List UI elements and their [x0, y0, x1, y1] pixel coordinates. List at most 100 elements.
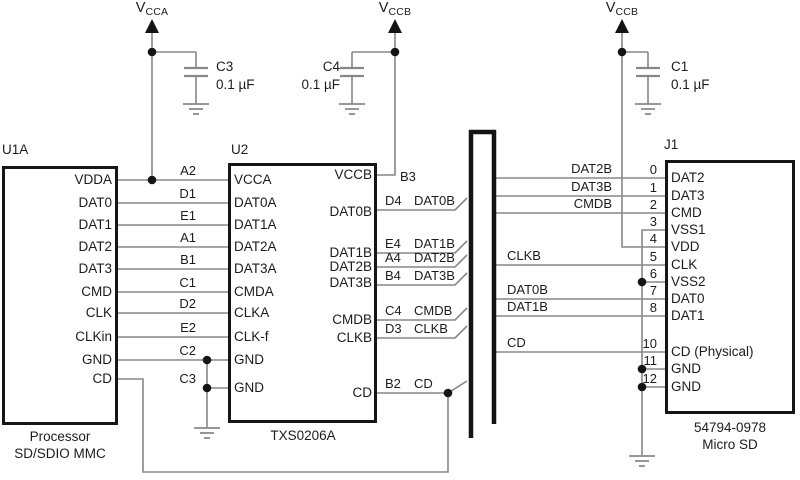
net-label: CLKB: [507, 248, 541, 263]
vccb-right-rail-label: VCCB: [605, 0, 639, 18]
u2-pin-label: CLKB: [336, 330, 372, 345]
j1-pin-label: GND: [671, 361, 701, 376]
j1-pin-number: 12: [642, 371, 657, 386]
pin-designator: C2: [179, 343, 196, 358]
capacitor-value: 0.1 µF: [671, 77, 710, 92]
j1-pin-label: CLK: [671, 257, 698, 272]
u2-pin-label: CD: [352, 385, 373, 400]
capacitor-value: 0.1 µF: [301, 77, 340, 92]
j1-pin-number: 2: [649, 197, 657, 212]
net-label: DAT2B: [571, 161, 612, 176]
vcca-rail-label: VCCA: [135, 0, 169, 18]
pin-designator: C1: [179, 275, 196, 290]
power-arrow-icon: [145, 19, 629, 33]
u2-pin-label: GND: [234, 380, 264, 395]
u1a-box: [2, 166, 118, 425]
pin-designator: A2: [180, 163, 196, 178]
u2-pin-label: DAT0A: [234, 195, 277, 210]
net-label: DAT0B: [507, 282, 548, 297]
u1a-pin-label: CMD: [81, 284, 112, 299]
capacitor-value: 0.1 µF: [216, 77, 255, 92]
u2-pin-label: CLK-f: [234, 329, 269, 344]
u1a-caption-line1: Processor: [29, 429, 91, 444]
j1-pin-number: 10: [642, 336, 657, 351]
signal-wires: [118, 29, 665, 473]
net-label: CMDB: [573, 196, 612, 211]
u2-pin-label: CLKA: [234, 305, 270, 320]
j1-pin-label: VSS2: [671, 274, 706, 289]
j1-pin-number: 11: [643, 353, 658, 368]
u2-box: [228, 163, 377, 423]
u2-pin-label: CMDA: [234, 284, 274, 299]
u1a-pin-label: DAT3: [78, 261, 112, 276]
u1a-pin-label: DAT0: [78, 195, 112, 210]
u2-pin-label: DAT1B: [329, 245, 372, 260]
j1-pin-label: DAT3: [671, 188, 705, 203]
pin-designator: B3: [400, 169, 416, 184]
j1-caption-line1: 54794-0978: [693, 420, 767, 435]
u2-pin-label: VCCA: [234, 172, 272, 187]
j1-caption-line2: Micro SD: [702, 437, 758, 452]
net-label: DAT1B: [507, 299, 548, 314]
j1-pin-label: VDD: [671, 239, 700, 254]
pin-designator: B1: [180, 252, 196, 267]
u2-caption: TXS0206A: [270, 428, 336, 443]
vccb-mid-rail-label: VCCB: [378, 0, 412, 18]
u2-pin-label: GND: [234, 352, 264, 367]
j1-pin-label: DAT1: [671, 308, 705, 323]
j1-pin-label: CMD: [671, 205, 702, 220]
j1-pin-number: 3: [649, 214, 657, 229]
u1a-caption-line2: SD/SDIO MMC: [14, 446, 106, 461]
j1-pin-number: 1: [649, 180, 657, 195]
u2-pin-label: DAT3B: [329, 275, 372, 290]
u1a-pin-label: DAT2: [78, 239, 112, 254]
j1-pin-number: 0: [649, 162, 657, 177]
j1-pin-number: 5: [649, 249, 657, 264]
u1a-pin-label: VDDA: [74, 172, 112, 187]
u1a-pin-label: DAT1: [78, 217, 112, 232]
u2-pin-label: DAT2A: [234, 239, 277, 254]
j1-box: [665, 160, 795, 414]
j1-pin-number: 7: [649, 283, 657, 298]
u1a-pin-label: CD: [92, 371, 113, 386]
junction-dots: [147, 47, 647, 398]
pin-designator: E1: [180, 208, 196, 223]
u2-pin-label: CMDB: [332, 312, 372, 327]
j1-ref: J1: [664, 137, 679, 152]
capacitor-ref: C4: [322, 59, 340, 74]
j1-pin-number: 4: [649, 231, 657, 246]
j1-pin-number: 6: [649, 266, 657, 281]
j1-pin-label: CD (Physical): [671, 344, 754, 359]
u1a-pin-label: GND: [82, 352, 112, 367]
j1-pin-label: DAT0: [671, 291, 705, 306]
u2-ref: U2: [231, 142, 249, 157]
ground-symbol: [183, 103, 661, 467]
j1-pin-label: GND: [671, 379, 701, 394]
connector-bar: [468, 129, 497, 438]
net-label: CD: [507, 335, 526, 350]
u1a-ref: U1A: [2, 142, 29, 157]
capacitor-ref: C3: [216, 59, 234, 74]
u2-pin-label: DAT2B: [329, 259, 372, 274]
pin-designator: D1: [179, 186, 196, 201]
j1-pin-label: DAT2: [671, 170, 705, 185]
j1-pin-number: 8: [649, 300, 657, 315]
u1a-pin-label: CLKin: [75, 329, 112, 344]
u2-pin-label: DAT3A: [234, 261, 277, 276]
u1a-pin-label: CLK: [85, 305, 112, 320]
capacitor-ref: C1: [671, 59, 689, 74]
pin-designator: C3: [179, 371, 196, 386]
capacitor-symbol: [184, 66, 660, 78]
pin-designator: E2: [180, 320, 196, 335]
pin-designator: D2: [179, 296, 196, 311]
u2-pin-label: DAT0B: [329, 204, 372, 219]
pin-designator: A1: [180, 230, 196, 245]
